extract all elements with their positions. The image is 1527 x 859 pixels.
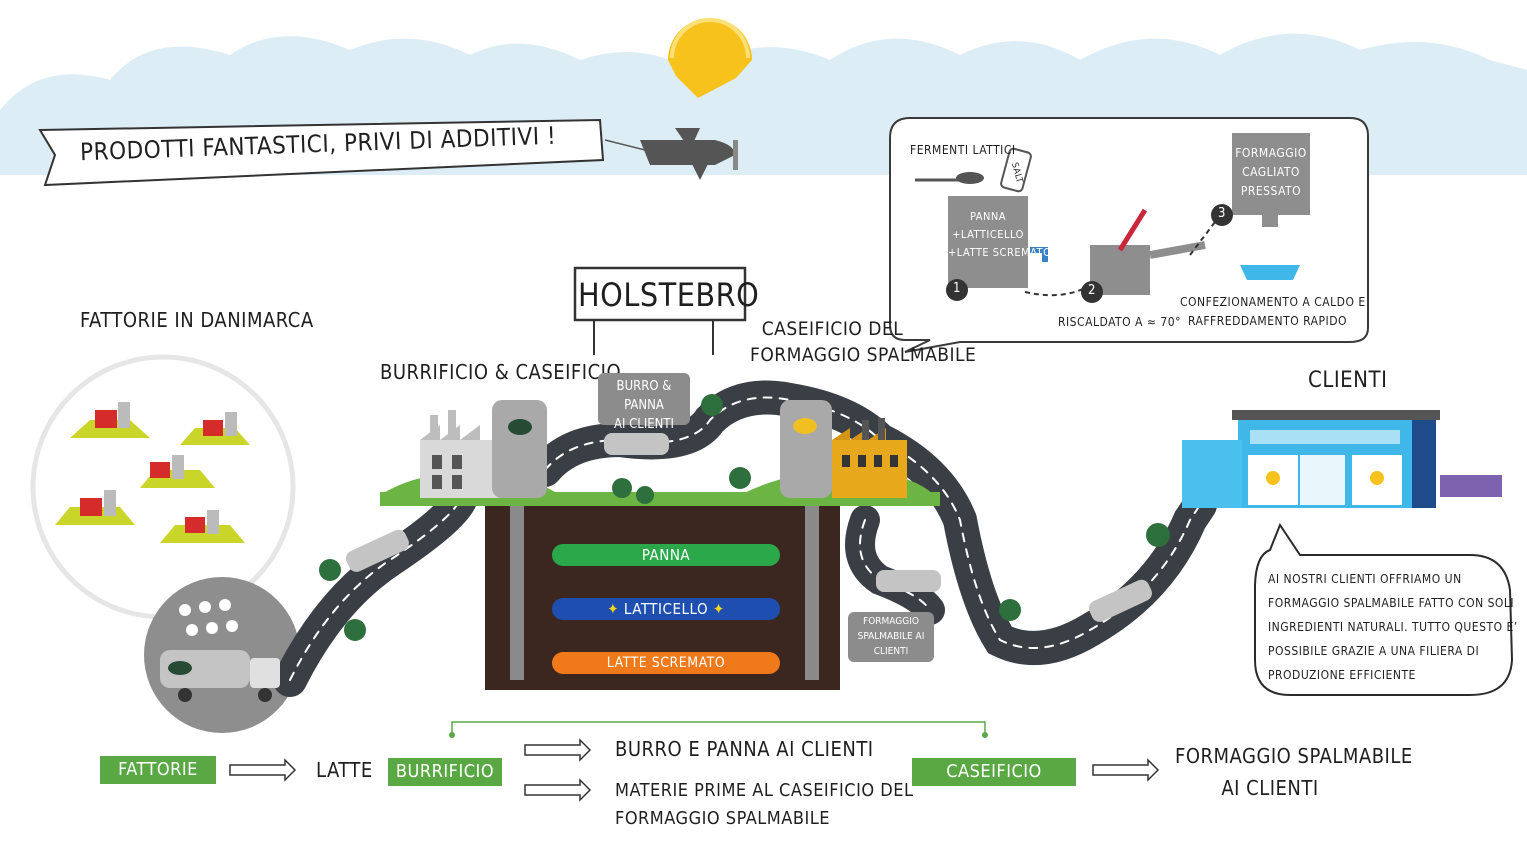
process-press: Formaggio cagliato pressato — [1232, 144, 1310, 201]
flow-out2: Materie prime al caseificio del formaggi… — [615, 777, 913, 833]
process-illustrations — [915, 133, 1310, 303]
milk-trucks — [160, 433, 1152, 702]
process-ferments: Fermenti lattici — [910, 143, 1016, 157]
process-packing: Confezionamento a caldo e raffreddamento… — [1180, 293, 1366, 331]
bubble-spread-line2: spalmabile ai — [857, 631, 925, 642]
pipe-latte-scremato: Latte scremato — [552, 652, 780, 674]
flow-out3-line2: ai clienti — [1221, 776, 1319, 800]
flow-spread: Caseificio — [912, 758, 1076, 786]
pipe-panna-label: Panna — [641, 546, 691, 564]
bubble-butter: Burro & panna ai clienti — [598, 373, 690, 432]
bubble-butter-line2: ai clienti — [613, 417, 674, 432]
flow-out2-line1: Materie prime al caseificio del — [615, 780, 914, 801]
process-step3: 3 — [1218, 206, 1226, 221]
flow-farms: Fattorie — [100, 756, 216, 784]
customer-note-line1: Ai nostri clienti offriamo un — [1268, 572, 1462, 586]
flow-out1: Burro e panna ai clienti — [615, 737, 874, 761]
label-spread-plant-line2: formaggio spalmabile — [750, 344, 977, 366]
bubble-butter-line1: Burro & panna — [616, 379, 672, 413]
process-packing-line2: raffreddamento rapido — [1187, 314, 1348, 328]
label-farms: Fattorie in Danimarca — [80, 308, 314, 332]
customer-note-bubble — [1254, 522, 1514, 696]
pipe-panna: Panna — [552, 544, 780, 566]
label-dairy: Burrificio & caseificio — [380, 360, 622, 384]
flow-out2-line2: formaggio spalmabile — [615, 808, 830, 829]
label-customers: Clienti — [1308, 368, 1388, 393]
flow-arrows — [229, 738, 1160, 802]
star-icon: ✦ — [712, 600, 725, 618]
process-step1: 1 — [953, 281, 961, 296]
pipe-latticello-label: Latticello — [623, 600, 709, 618]
process-press-line2: cagliato — [1242, 165, 1300, 179]
bubble-spread: Formaggio spalmabile ai clienti — [848, 612, 934, 662]
store-building — [1182, 410, 1502, 508]
process-tank-line2: +latticello — [952, 228, 1024, 241]
dairy-factory — [420, 400, 547, 498]
process-step2: 2 — [1088, 283, 1096, 298]
flow-out3-line1: Formaggio spalmabile — [1175, 744, 1413, 768]
trees — [319, 394, 1170, 641]
process-heated: Riscaldato a ≈ 70° — [1058, 315, 1181, 329]
process-tank: Panna +latticello +latte scremato — [948, 208, 1052, 262]
label-spread-plant-line1: Caseificio del — [761, 318, 904, 340]
process-press-line1: Formaggio — [1235, 146, 1307, 160]
flow-out3: Formaggio spalmabile ai clienti — [1175, 740, 1413, 804]
flow-bracket — [451, 721, 986, 735]
star-icon: ✦ — [607, 600, 620, 618]
process-packing-line1: Confezionamento a caldo e — [1180, 295, 1366, 309]
banner-ribbon — [38, 118, 605, 187]
customer-note: Ai nostri clienti offriamo un formaggio … — [1268, 567, 1518, 687]
pipe-latte-scremato-label: Latte scremato — [606, 655, 726, 671]
milk-drops-icon — [179, 599, 238, 636]
process-tank-line3: +latte scremato — [948, 246, 1052, 259]
flow-milk: Latte — [316, 758, 373, 782]
label-spread-plant: Caseificio del formaggio spalmabile — [750, 316, 977, 368]
customer-note-line5: produzione efficiente — [1268, 668, 1416, 682]
flow-dairy: Burrificio — [388, 758, 502, 786]
sign-board — [573, 266, 747, 322]
customer-note-line4: possibile grazie a una filiera di — [1268, 644, 1480, 658]
farm-clusters — [55, 402, 250, 543]
customer-note-line3: ingredienti naturali. Tutto questo e’ — [1268, 620, 1518, 634]
process-tank-line1: Panna — [969, 210, 1007, 223]
bubble-spread-line3: clienti — [873, 646, 909, 657]
process-press-line3: pressato — [1240, 184, 1302, 198]
pipe-latticello: ✦ Latticello ✦ — [552, 598, 780, 620]
bubble-spread-line1: Formaggio — [863, 616, 919, 627]
plane-icon — [640, 128, 738, 180]
customer-note-line2: formaggio spalmabile fatto con soli — [1268, 596, 1515, 610]
spread-cheese-factory — [780, 400, 907, 498]
sign-holstebro: HOLSTEBRO — [578, 276, 760, 314]
sun-icon — [668, 18, 752, 98]
